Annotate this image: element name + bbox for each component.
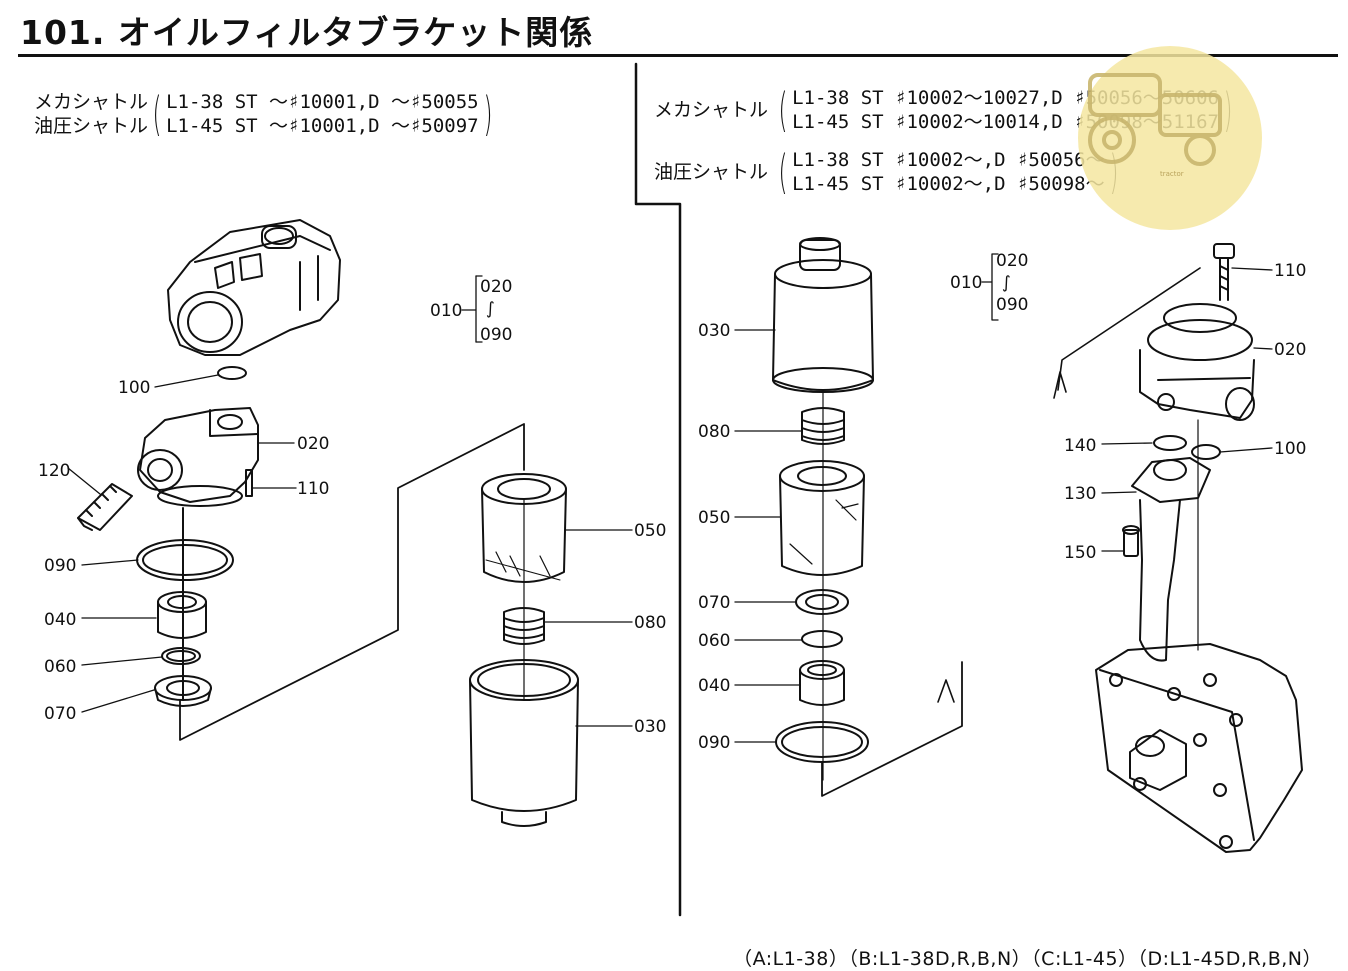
right-part-090: 090: [698, 733, 730, 753]
right-hyd-bracket-open: (: [778, 145, 788, 199]
left-part-020: 020: [297, 434, 329, 454]
right-part-030: 030: [698, 321, 730, 341]
title-underline: [18, 54, 1338, 57]
left-set-tilde: ∫: [486, 299, 495, 319]
right-pump-body: [1095, 643, 1303, 853]
model-legend-footer: （A:L1-38）（B:L1-38D,R,B,N）（C:L1-45）（D:L1-…: [733, 948, 1322, 970]
left-part-040: 040: [44, 610, 76, 630]
right-mech-bracket-open: (: [778, 83, 788, 137]
left-leader-lines: [67, 275, 633, 727]
left-bracket-open: (: [152, 87, 162, 141]
left-part-110: 110: [297, 479, 329, 499]
right-part-110: 110: [1274, 261, 1306, 281]
right-mech-label: メカシャトル: [654, 99, 769, 121]
right-part-040: 040: [698, 676, 730, 696]
left-part-090: 090: [44, 556, 76, 576]
right-bracket-assembly: [1053, 243, 1255, 662]
left-header-line-1: L1-38 ST ～♯10001,D ～♯50055: [166, 91, 479, 113]
left-set-010: 010: [430, 301, 462, 321]
right-hyd-line-1: L1-38 ST ♯10002～,D ♯50056～: [792, 149, 1105, 171]
left-part-060: 060: [44, 657, 76, 677]
left-part-050: 050: [634, 521, 666, 541]
left-filter-bracket: [77, 366, 259, 531]
left-part-labels: 100 020 120 110 090 040 060 070 050 080 …: [38, 277, 666, 737]
right-part-100: 100: [1274, 439, 1306, 459]
left-part-070: 070: [44, 704, 76, 724]
right-part-050: 050: [698, 508, 730, 528]
watermark-stamp: tractor: [1078, 46, 1262, 230]
right-hyd-line-2: L1-45 ST ♯10002～,D ♯50098～: [792, 173, 1105, 195]
page-title: 101. オイルフィルタブラケット関係: [20, 13, 594, 52]
right-set-tilde: ∫: [1002, 273, 1011, 293]
left-explode-path: [179, 423, 525, 741]
right-part-070: 070: [698, 593, 730, 613]
left-part-120: 120: [38, 461, 70, 481]
right-part-140: 140: [1064, 436, 1096, 456]
left-header-line-2: L1-45 ST ～♯10001,D ～♯50097: [166, 115, 479, 137]
panel-divider: [634, 62, 682, 917]
right-set-010: 010: [950, 273, 982, 293]
right-set-090: 090: [996, 295, 1028, 315]
left-part-100: 100: [118, 378, 150, 398]
left-bracket-close: ): [483, 87, 493, 141]
svg-text:tractor: tractor: [1160, 170, 1184, 178]
right-filter-stack: [772, 237, 874, 781]
left-pump-body: [167, 219, 341, 356]
left-header: メカシャトル 油圧シャトル ( L1-38 ST ～♯10001,D ～♯500…: [34, 87, 493, 141]
left-set-020: 020: [480, 277, 512, 297]
right-leader-lines: [734, 253, 1273, 743]
right-part-150: 150: [1064, 543, 1096, 563]
right-hyd-label: 油圧シャトル: [654, 161, 769, 183]
left-header-label-mech: メカシャトル: [34, 91, 149, 113]
left-part-030: 030: [634, 717, 666, 737]
left-header-label-hyd: 油圧シャトル: [34, 115, 149, 137]
left-filter-stack: [469, 473, 579, 827]
left-part-080: 080: [634, 613, 666, 633]
right-part-130: 130: [1064, 484, 1096, 504]
left-set-090: 090: [480, 325, 512, 345]
right-set-020: 020: [996, 251, 1028, 271]
right-part-060: 060: [698, 631, 730, 651]
right-part-020: 020: [1274, 340, 1306, 360]
left-exploded-parts: [136, 507, 234, 707]
right-explode-path: [821, 661, 963, 797]
right-part-080: 080: [698, 422, 730, 442]
right-part-labels: 030 080 050 070 060 040 090 110 020 140 …: [698, 251, 1306, 753]
